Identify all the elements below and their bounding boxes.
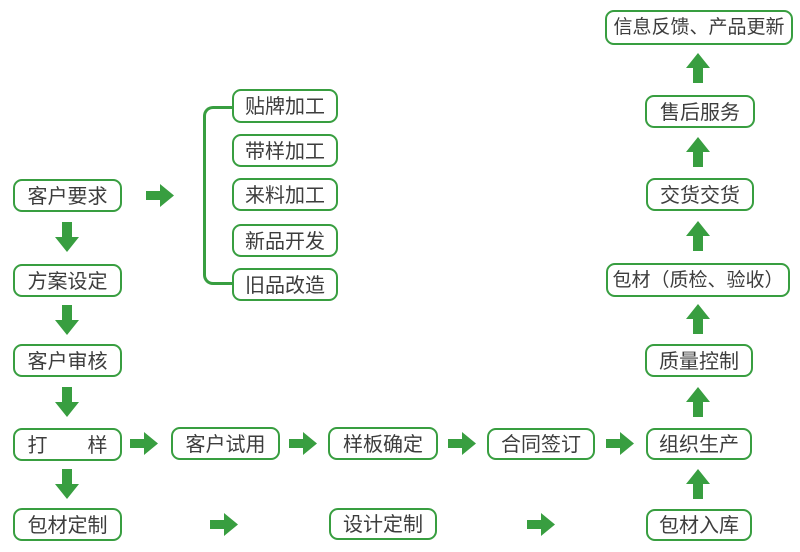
node-feedback-update: 信息反馈、产品更新: [605, 10, 793, 45]
arrow-down-icon: [55, 469, 79, 499]
node-after-sales: 售后服务: [645, 95, 755, 128]
node-old-product-rework: 旧品改造: [232, 268, 338, 301]
node-customer-request: 客户要求: [13, 179, 122, 212]
node-sample-confirm: 样板确定: [328, 427, 438, 460]
arrow-right-icon: [527, 513, 555, 536]
arrow-right-icon: [210, 513, 238, 536]
node-packaging-custom: 包材定制: [13, 508, 122, 541]
arrow-up-icon: [686, 469, 710, 499]
arrow-up-icon: [686, 304, 710, 334]
node-packaging-storage: 包材入库: [646, 509, 752, 541]
node-contract-signing: 合同签订: [487, 428, 595, 460]
arrow-right-icon: [146, 184, 174, 207]
node-customer-trial: 客户试用: [171, 427, 280, 460]
arrow-down-icon: [55, 305, 79, 335]
node-oem-processing: 贴牌加工: [232, 89, 338, 123]
arrow-right-icon: [289, 432, 317, 455]
arrow-up-icon: [686, 53, 710, 83]
arrow-up-icon: [686, 137, 710, 167]
node-organize-production: 组织生产: [646, 428, 752, 460]
node-quality-control: 质量控制: [645, 344, 753, 377]
node-sampling: 打 样: [13, 428, 122, 461]
node-sample-processing: 带样加工: [232, 134, 338, 167]
node-incoming-processing: 来料加工: [232, 178, 338, 211]
node-plan-setting: 方案设定: [13, 264, 122, 297]
node-new-product-dev: 新品开发: [232, 224, 338, 257]
arrow-down-icon: [55, 222, 79, 252]
node-customer-review: 客户审核: [13, 344, 122, 377]
arrow-up-icon: [686, 221, 710, 251]
arrow-right-icon: [130, 432, 158, 455]
arrow-right-icon: [448, 432, 476, 455]
arrow-down-icon: [55, 387, 79, 417]
branch-bracket-connector: [203, 106, 232, 285]
node-packaging-qc: 包材（质检、验收）: [606, 263, 790, 297]
node-design-custom: 设计定制: [329, 508, 437, 540]
node-delivery: 交货交货: [646, 178, 754, 211]
arrow-up-icon: [686, 387, 710, 417]
arrow-right-icon: [606, 432, 634, 455]
